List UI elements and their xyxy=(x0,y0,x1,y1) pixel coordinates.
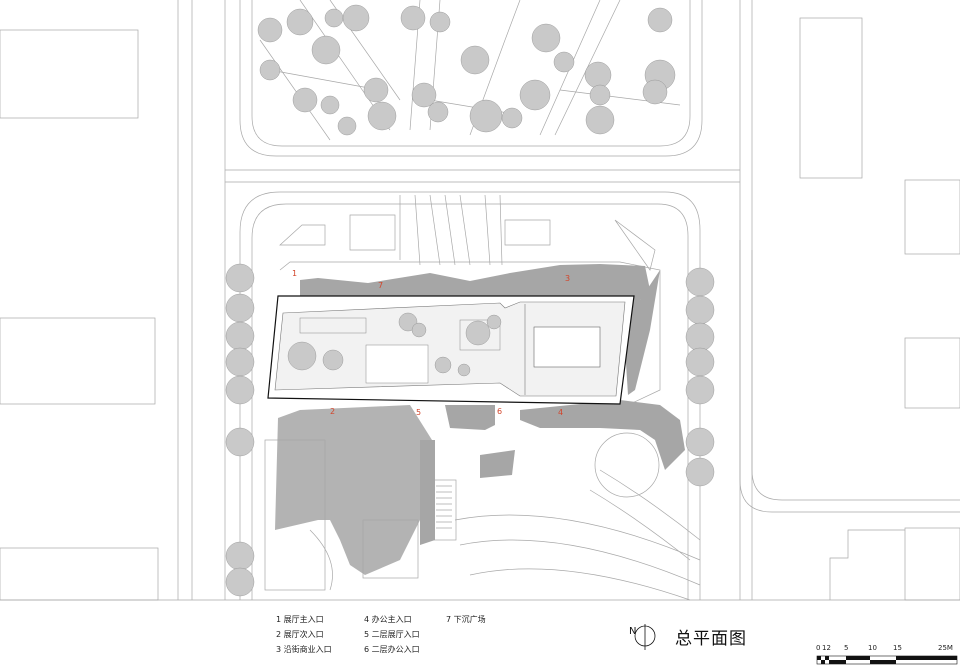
left-top-building xyxy=(0,29,139,119)
legend-item: 3 沿街商业入口 xyxy=(276,645,332,654)
left-mid-building xyxy=(0,317,156,405)
scale-tick-15: 15 xyxy=(893,644,902,652)
scale-tick-0: 0 xyxy=(816,644,820,652)
scale-tick-5: 5 xyxy=(844,644,848,652)
main-building xyxy=(267,295,635,405)
plan-label-6: 6 xyxy=(497,407,502,416)
plan-number-labels: 1 2 3 4 5 6 7 xyxy=(292,269,570,417)
legend-item: 7 下沉广场 xyxy=(446,615,486,624)
plan-label-1: 1 xyxy=(292,269,297,278)
drawing-title: 总平面图 xyxy=(675,629,747,649)
trees xyxy=(225,4,715,597)
legend-item: 6 二层办公入口 xyxy=(364,645,420,654)
plan-label-5: 5 xyxy=(416,408,421,417)
right-top-building xyxy=(799,17,863,179)
north-label: N xyxy=(629,626,637,637)
plan-label-2: 2 xyxy=(330,407,335,416)
legend-item: 5 二层展厅入口 xyxy=(364,630,420,639)
scale-tick-12: 12 xyxy=(822,644,831,652)
plan-label-7: 7 xyxy=(378,281,383,290)
legend-item: 2 展厅次入口 xyxy=(276,630,324,639)
plan-label-4: 4 xyxy=(558,408,563,417)
left-bottom-building xyxy=(0,547,159,601)
right-building-4 xyxy=(904,527,960,601)
scale-bar: 0 12 5 10 15 25M xyxy=(816,644,958,665)
scale-tick-10: 10 xyxy=(868,644,877,652)
legend-item: 4 办公主入口 xyxy=(364,615,412,624)
right-building-3 xyxy=(904,337,960,409)
building-shadows xyxy=(275,264,685,575)
scale-tick-25: 25M xyxy=(938,644,953,652)
plan-label-3: 3 xyxy=(565,274,570,283)
legend-item: 1 展厅主入口 xyxy=(276,615,324,624)
right-building-2 xyxy=(904,179,960,255)
